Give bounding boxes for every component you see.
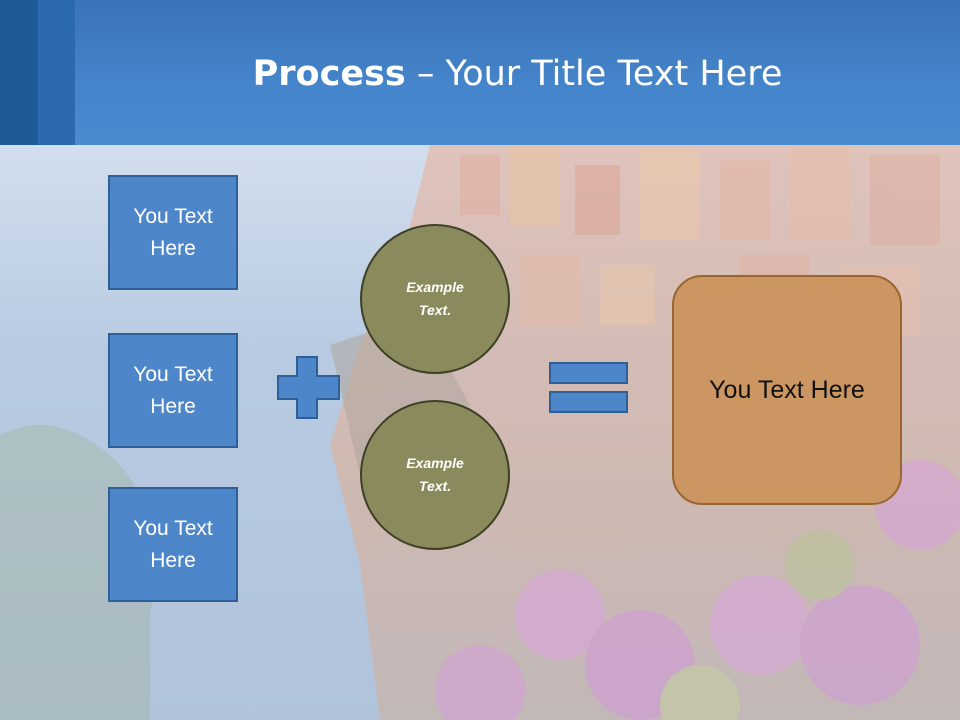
example-circle-1-label: Example Text.	[406, 279, 464, 318]
slide-title: Process – Your Title Text Here	[75, 52, 960, 96]
text-box-3-label: You Text Here	[133, 516, 213, 572]
example-circle-2[interactable]: Example Text.	[360, 400, 510, 550]
text-box-3[interactable]: You Text Here	[108, 487, 238, 602]
example-circle-1[interactable]: Example Text.	[360, 224, 510, 374]
text-box-2[interactable]: You Text Here	[108, 333, 238, 448]
title-bold: Process	[252, 54, 406, 94]
header-accent-mid	[38, 0, 75, 145]
text-box-1-label: You Text Here	[133, 204, 213, 260]
result-box-label: You Text Here	[709, 376, 865, 404]
example-circle-2-label: Example Text.	[406, 455, 464, 494]
text-box-1[interactable]: You Text Here	[108, 175, 238, 290]
result-box[interactable]: You Text Here	[672, 275, 902, 505]
header-band: Process – Your Title Text Here	[0, 0, 960, 145]
title-rest: – Your Title Text Here	[405, 54, 783, 94]
header-accent-dark	[0, 0, 38, 145]
text-box-2-label: You Text Here	[133, 362, 213, 418]
